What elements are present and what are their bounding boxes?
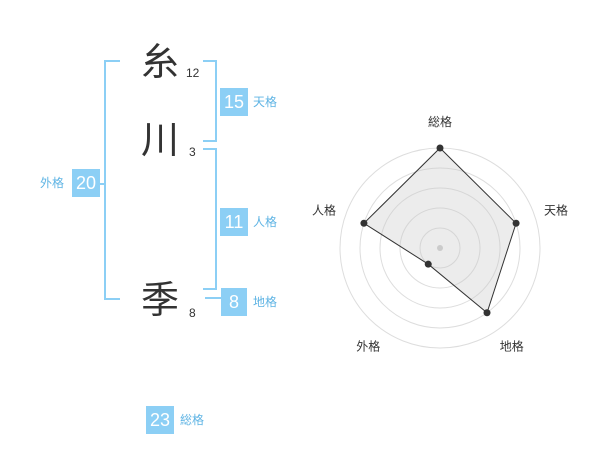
radar-point-2 bbox=[512, 219, 520, 227]
radar-point-5 bbox=[360, 219, 368, 227]
gaikaku-label: 外格 bbox=[40, 176, 65, 190]
radar-axis-label-1: 総格 bbox=[428, 114, 452, 129]
chikaku-connector bbox=[205, 297, 221, 299]
gaikaku-connector bbox=[100, 183, 106, 185]
jinkaku-bracket bbox=[203, 148, 217, 290]
stroke-count-1: 12 bbox=[186, 66, 200, 80]
soukaku-score: 23 bbox=[146, 406, 174, 434]
radar-point-4 bbox=[424, 260, 432, 268]
radar-point-3 bbox=[483, 309, 491, 317]
jinkaku-label: 人格 bbox=[253, 215, 278, 229]
radar-axis-label-4: 外格 bbox=[356, 339, 380, 354]
gaikaku-bracket bbox=[104, 60, 120, 300]
name-char-3: 季 bbox=[141, 278, 180, 322]
radar-center-dot bbox=[437, 245, 443, 251]
radar-axis-label-2: 天格 bbox=[544, 202, 568, 217]
stroke-count-3: 8 bbox=[189, 306, 196, 320]
name-char-2: 川 bbox=[141, 118, 180, 162]
gaikaku-score: 20 bbox=[72, 169, 100, 197]
radar-polygon bbox=[363, 147, 517, 314]
radar-ring-1 bbox=[419, 227, 461, 269]
stroke-count-2: 3 bbox=[189, 145, 196, 159]
tenkaku-bracket bbox=[203, 60, 217, 142]
radar-axis-label-3: 地格 bbox=[500, 339, 524, 354]
name-char-1: 糸 bbox=[141, 40, 180, 84]
radar-ring-2 bbox=[399, 207, 481, 289]
radar-axis-label-5: 人格 bbox=[312, 202, 336, 217]
radar-ring-3 bbox=[379, 187, 501, 309]
tenkaku-label: 天格 bbox=[253, 95, 278, 109]
radar-ring-4 bbox=[359, 167, 521, 329]
tenkaku-score: 15 bbox=[220, 88, 248, 116]
chikaku-label: 地格 bbox=[253, 295, 278, 309]
jinkaku-score: 11 bbox=[220, 208, 248, 236]
chikaku-score: 8 bbox=[221, 288, 247, 316]
radar-point-1 bbox=[436, 144, 444, 152]
soukaku-label: 総格 bbox=[180, 413, 205, 427]
